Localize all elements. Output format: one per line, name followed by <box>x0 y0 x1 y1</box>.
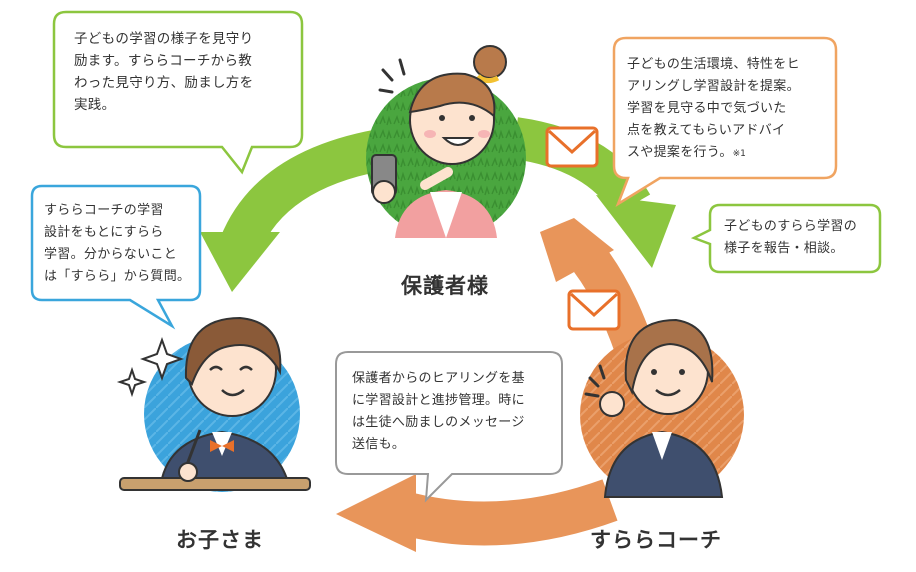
bubble-line: 設計をもとにすらら <box>44 225 164 240</box>
bubble-line: は「すらら」から質問。 <box>44 269 191 284</box>
bubble-line: アリングし学習設計を提案。 <box>627 79 800 94</box>
bubble-parent-text: 子どもの学習の様子を見守り 励ます。すららコーチから教 わった見守り方、励まし方… <box>74 28 294 116</box>
bubble-line: は生徒へ励ましのメッセージ <box>352 415 525 430</box>
role-label-parent: 保護者様 <box>401 274 489 298</box>
bubble-parent <box>52 10 304 175</box>
bubble-line: わった見守り方、励まし方を <box>74 75 254 91</box>
bubble-line: に学習設計と進捗管理。時に <box>352 393 525 408</box>
parent-illustration <box>366 45 526 238</box>
bubble-line: 保護者からのヒアリングを基 <box>352 371 525 386</box>
bubble-line: スや提案を行う。※1 <box>627 142 832 165</box>
bubble-coach-report-text: 子どものすらら学習の 様子を報告・相談。 <box>724 216 874 260</box>
bubble-line: 送信も。 <box>352 437 406 452</box>
bubble-coach-report <box>690 203 882 274</box>
bubble-coach <box>335 351 563 503</box>
arrow-coach-to-child <box>336 474 618 552</box>
sparkle-icon <box>116 337 184 398</box>
bubble-line: すららコーチの学習 <box>44 203 164 218</box>
bubble-line: 子どもの生活環境、特性をヒ <box>627 57 800 72</box>
arrow-parent-to-child <box>200 129 385 292</box>
footnote-mark: ※1 <box>732 149 746 159</box>
mail-envelope-icon <box>567 289 621 331</box>
bubble-child <box>30 184 202 330</box>
bubble-line: 点を教えてもらいアドバイ <box>627 123 786 138</box>
coach-illustration <box>580 318 744 498</box>
desk <box>119 477 311 491</box>
role-label-coach: すららコーチ <box>590 528 722 552</box>
role-label-child: お子さま <box>176 528 264 552</box>
bubble-line: 学習を見守る中で気づいた <box>627 101 787 116</box>
bubble-coach-text: 保護者からのヒアリングを基 に学習設計と進捗管理。時に は生徒へ励ましのメッセー… <box>352 368 558 456</box>
child-illustration <box>116 316 311 492</box>
bubble-line: 子どもの学習の様子を見守り <box>74 31 254 47</box>
bubble-line: 様子を報告・相談。 <box>724 241 844 256</box>
bubble-line: 学習。分からないこと <box>44 247 178 262</box>
bubble-line: 励ます。すららコーチから教 <box>74 53 253 69</box>
mail-envelope-icon <box>545 126 599 168</box>
bubble-coach-to-parent <box>612 36 838 208</box>
bubble-line: 子どものすらら学習の <box>724 219 858 234</box>
surprise-lines-icon <box>378 58 406 94</box>
bubble-child-text: すららコーチの学習 設計をもとにすらら 学習。分からないこと は「すらら」から質… <box>44 200 202 288</box>
surprise-lines-icon <box>584 364 606 398</box>
bubble-line: 実践。 <box>74 97 116 113</box>
bubble-line-text: スや提案を行う。 <box>627 145 733 160</box>
bubble-coach-to-parent-text: 子どもの生活環境、特性をヒ アリングし学習設計を提案。 学習を見守る中で気づいた… <box>627 54 832 165</box>
